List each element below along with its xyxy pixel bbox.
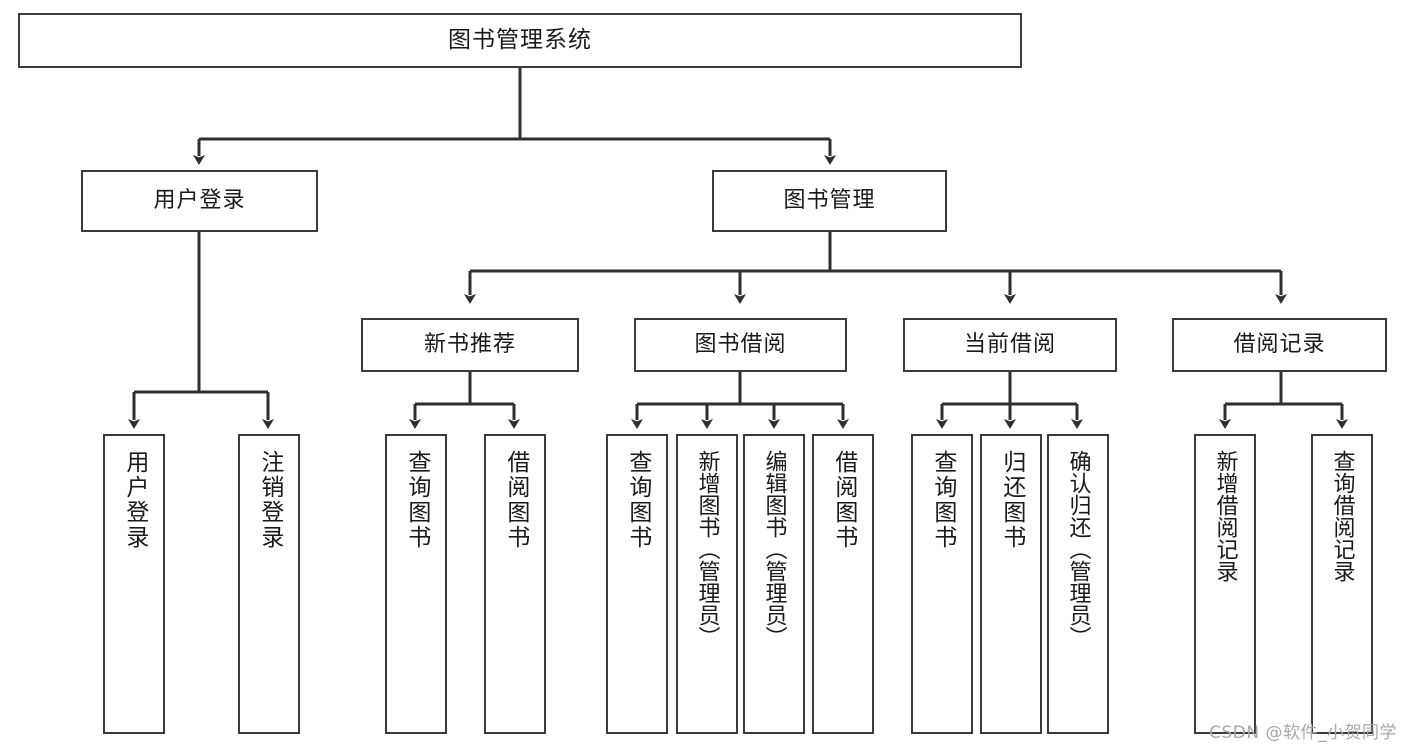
csdn-watermark: CSDN @软件_小贺同学	[1209, 723, 1397, 743]
node-label: 借阅图书	[502, 450, 529, 550]
node-label: 查询图书	[624, 450, 651, 550]
node-label: 编辑图书（管理员）	[761, 450, 787, 648]
node-label: 查询借阅记录	[1329, 450, 1355, 582]
node-label: 确认归还（管理员）	[1065, 450, 1091, 648]
leaf-records-add-record[interactable]: 新增借阅记录	[1194, 434, 1256, 734]
node-label: 图书管理	[783, 187, 876, 213]
node-label: 注销登录	[256, 450, 283, 550]
node-label: 归还图书	[998, 450, 1025, 550]
leaf-records-query-record[interactable]: 查询借阅记录	[1311, 434, 1373, 734]
node-label: 查询图书	[403, 450, 430, 550]
leaf-user-login-login[interactable]: 用户登录	[103, 434, 165, 734]
leaf-current-return-book[interactable]: 归还图书	[980, 434, 1042, 734]
leaf-current-confirm-return-admin[interactable]: 确认归还（管理员）	[1047, 434, 1109, 734]
leaf-borrow-query-book[interactable]: 查询图书	[606, 434, 668, 734]
node-label: 借阅图书	[830, 450, 857, 550]
node-label: 借阅记录	[1233, 331, 1326, 357]
node-user-login[interactable]: 用户登录	[81, 170, 318, 232]
node-new-book-recommend[interactable]: 新书推荐	[361, 318, 579, 372]
node-label: 新书推荐	[423, 331, 516, 357]
node-label: 查询图书	[929, 450, 956, 550]
leaf-recommend-borrow-book[interactable]: 借阅图书	[484, 434, 546, 734]
node-book-management[interactable]: 图书管理	[712, 170, 947, 232]
node-root-book-management-system[interactable]: 图书管理系统	[18, 13, 1022, 68]
node-label: 图书借阅	[694, 331, 787, 357]
node-label: 新增图书（管理员）	[694, 450, 720, 648]
node-book-borrow[interactable]: 图书借阅	[634, 318, 847, 372]
leaf-borrow-borrow-book[interactable]: 借阅图书	[812, 434, 874, 734]
node-label: 图书管理系统	[448, 26, 592, 53]
node-label: 用户登录	[153, 187, 246, 213]
leaf-borrow-add-book-admin[interactable]: 新增图书（管理员）	[676, 434, 738, 734]
node-label: 当前借阅	[963, 331, 1056, 357]
leaf-user-login-logout[interactable]: 注销登录	[238, 434, 300, 734]
leaf-borrow-edit-book-admin[interactable]: 编辑图书（管理员）	[743, 434, 805, 734]
node-borrow-records[interactable]: 借阅记录	[1172, 318, 1387, 372]
node-label: 新增借阅记录	[1212, 450, 1238, 582]
leaf-recommend-query-book[interactable]: 查询图书	[385, 434, 447, 734]
node-current-borrow[interactable]: 当前借阅	[903, 318, 1117, 372]
leaf-current-query-book[interactable]: 查询图书	[911, 434, 973, 734]
node-label: 用户登录	[121, 450, 148, 550]
